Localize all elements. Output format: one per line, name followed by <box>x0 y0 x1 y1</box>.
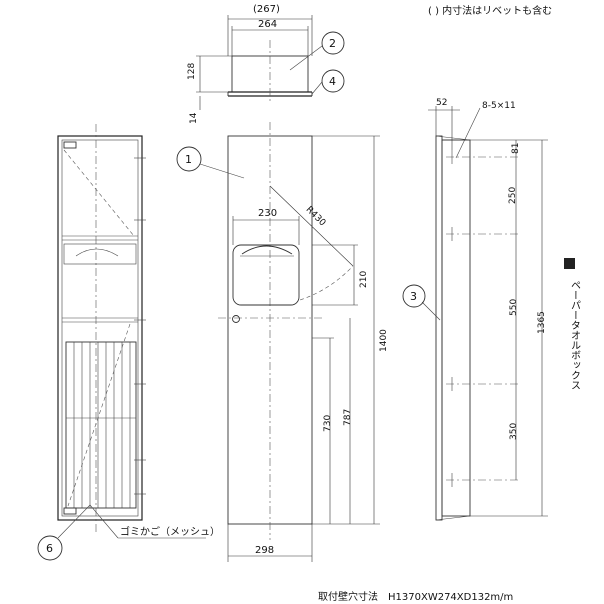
dim-holes: 8-5×11 <box>482 101 516 111</box>
callout-4: 4 <box>329 75 336 88</box>
dim-r430: R430 <box>304 205 328 229</box>
note-text: ( ) 内寸法はリベットも含む <box>428 4 552 17</box>
dim-1365: 1365 <box>537 311 547 334</box>
dim-298: 298 <box>255 545 274 556</box>
side-view: 52 8-5×11 81 250 550 350 1365 3 <box>402 98 548 521</box>
basket-label: ゴミかご（メッシュ） <box>120 525 220 538</box>
dim-1400: 1400 <box>379 329 389 352</box>
dim-230: 230 <box>258 208 277 219</box>
callout-1: 1 <box>185 153 192 166</box>
side-label: ペーパータオルボックス <box>569 280 581 390</box>
dim-210: 210 <box>359 271 369 288</box>
dim-264: 264 <box>258 19 277 30</box>
front-view: R430 230 1 1400 210 787 730 298 <box>176 122 389 562</box>
dim-550: 550 <box>509 299 519 316</box>
dim-350: 350 <box>509 423 519 440</box>
dim-14: 14 <box>189 112 199 124</box>
footer-text: 取付壁穴寸法 H1370XW274XD132m/m <box>318 590 513 603</box>
dim-81: 81 <box>511 143 521 154</box>
dim-52: 52 <box>436 98 447 108</box>
cutaway-view: ゴミかご（メッシュ） 6 <box>37 124 220 561</box>
dim-787: 787 <box>343 409 353 426</box>
dim-250: 250 <box>508 187 518 204</box>
dim-267: (267) <box>253 4 280 15</box>
callout-3: 3 <box>410 290 417 303</box>
callout-2: 2 <box>329 37 336 50</box>
dim-730: 730 <box>323 415 333 432</box>
callout-6: 6 <box>46 542 53 555</box>
top-view: (267) 264 128 14 2 4 <box>187 4 345 124</box>
dim-128: 128 <box>187 63 197 80</box>
label-marker-square <box>564 258 575 269</box>
